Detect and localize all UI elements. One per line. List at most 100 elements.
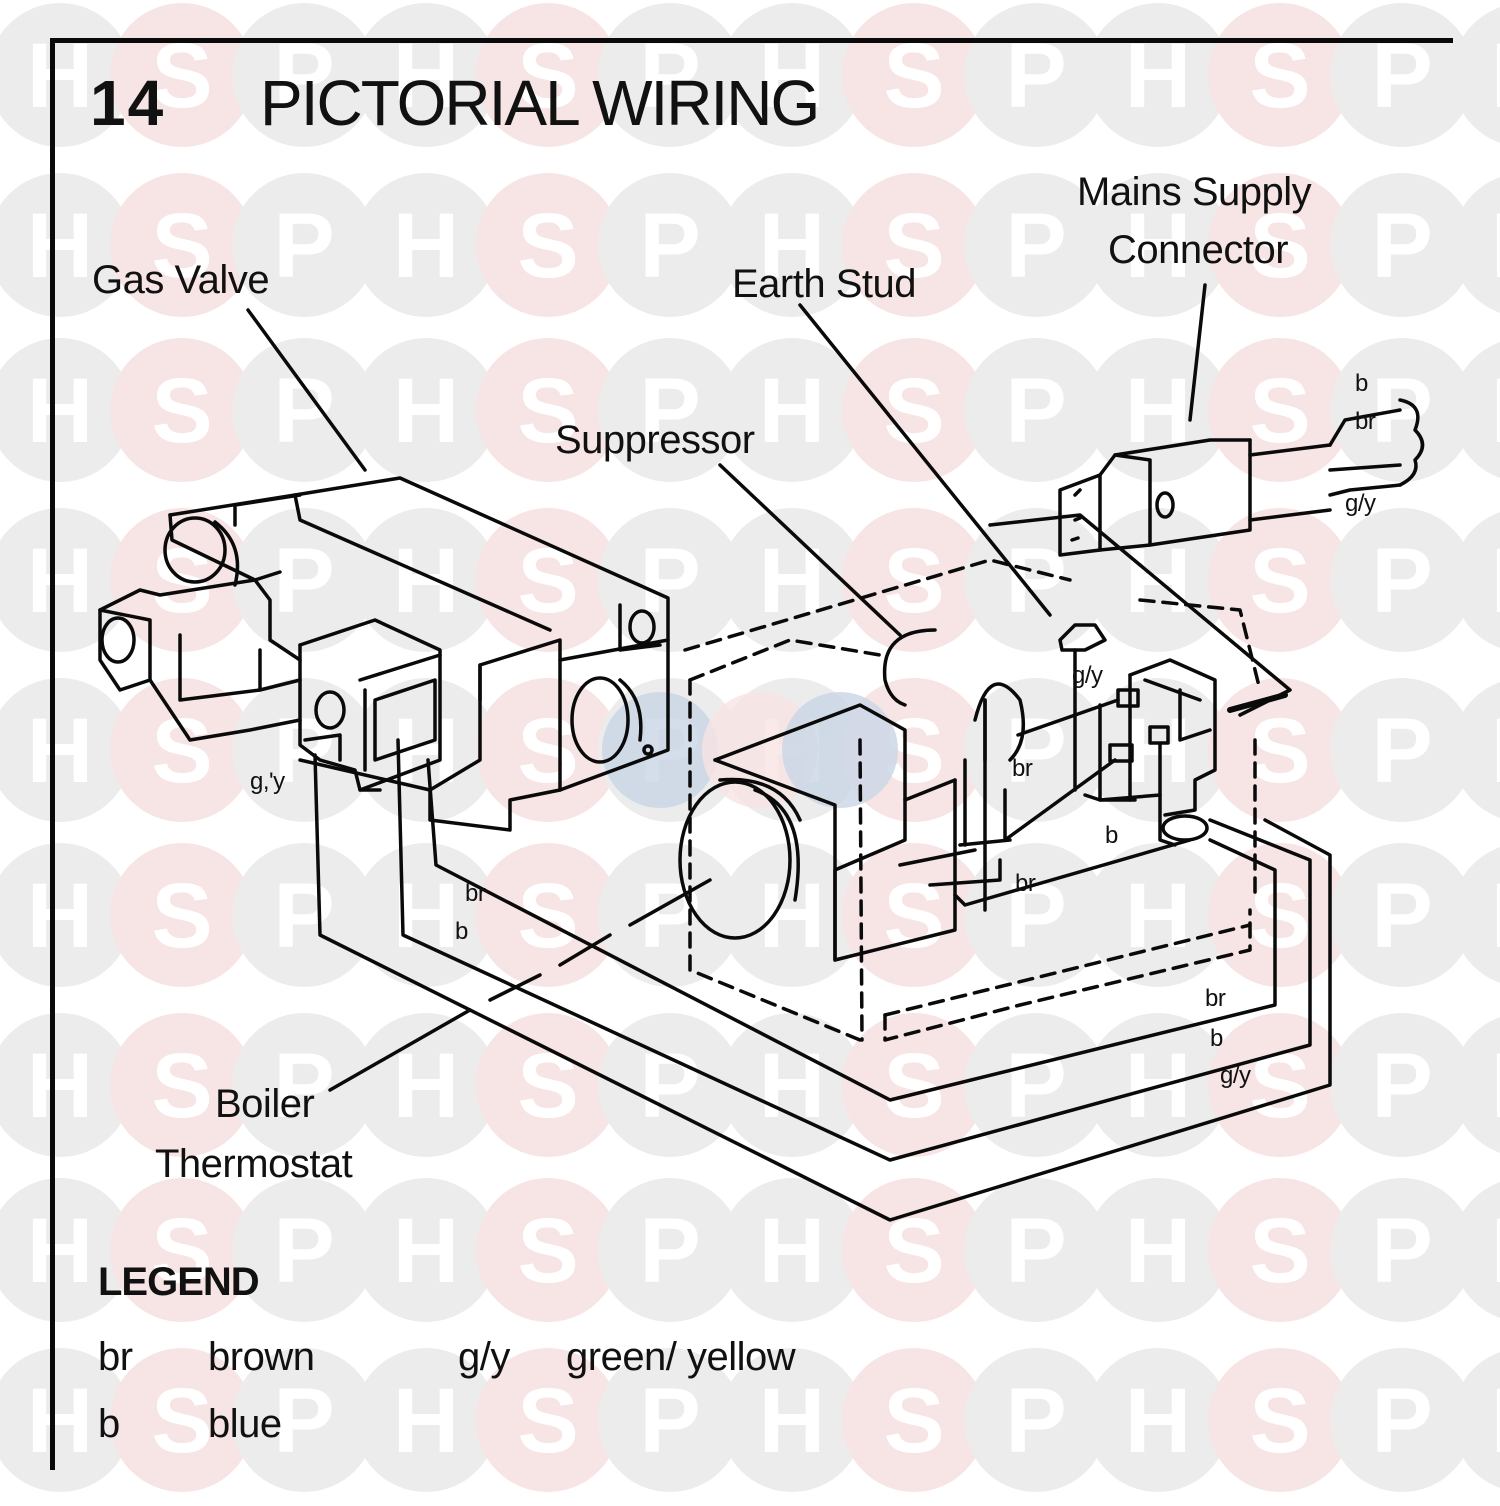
watermark-letter: S — [517, 865, 578, 967]
wire-label-gasvalve-br: br — [465, 880, 486, 907]
watermark-circle — [1452, 682, 1500, 818]
watermark-circle — [232, 1013, 376, 1157]
wire-label-mains-b: b — [1355, 370, 1368, 397]
watermark-circle — [232, 508, 376, 652]
watermark-letter: H — [27, 1200, 93, 1302]
watermark-circle — [110, 1348, 254, 1492]
watermark-circle — [598, 1178, 742, 1322]
watermark-letter: H — [1125, 195, 1191, 297]
watermark-letter: H — [1491, 700, 1500, 802]
watermark-letter: P — [273, 1370, 334, 1472]
watermark-letter: S — [1249, 195, 1310, 297]
watermark-letter: P — [1371, 865, 1432, 967]
watermark-badge: H — [1086, 843, 1230, 987]
watermark-badge: H — [0, 1013, 132, 1157]
watermark-badge: H — [720, 338, 864, 482]
watermark-badge: S — [110, 678, 254, 822]
watermark-badge: H — [720, 1178, 864, 1322]
watermark-letter: H — [27, 195, 93, 297]
legend-heading: LEGEND — [98, 1260, 260, 1304]
watermark-letter: S — [883, 195, 944, 297]
watermark-badge: H — [0, 1178, 132, 1322]
wire-label-mains-br: br — [1355, 408, 1376, 435]
watermark-badge: H — [354, 1348, 498, 1492]
watermark-badge: S — [110, 843, 254, 987]
watermark-circle — [842, 338, 986, 482]
watermark-circle — [1330, 843, 1474, 987]
watermark-badge: H — [1452, 342, 1500, 478]
watermark-letter: P — [273, 530, 334, 632]
gas-valve — [98, 476, 670, 832]
watermark-badge: H — [720, 1348, 864, 1492]
watermark-letter: P — [639, 1200, 700, 1302]
watermark-badge: P — [964, 1013, 1108, 1157]
watermark-badge: S — [842, 1013, 986, 1157]
watermark-letter: S — [517, 195, 578, 297]
watermark-letter: P — [1371, 1370, 1432, 1472]
watermark-circle — [598, 843, 742, 987]
watermark-badge: H — [1452, 682, 1500, 818]
watermark-badge: P — [598, 173, 742, 317]
watermark-letter: H — [27, 865, 93, 967]
watermark-letter: S — [517, 360, 578, 462]
watermark-circle — [842, 1348, 986, 1492]
watermark-circle — [964, 678, 1108, 822]
watermark-badge: S — [476, 338, 620, 482]
watermark-badge: H — [1452, 1352, 1500, 1488]
watermark-badge: S — [110, 173, 254, 317]
watermark-badge: S — [1208, 1178, 1352, 1322]
watermark-badge: P — [964, 338, 1108, 482]
watermark-circle — [1452, 342, 1500, 478]
gas-valve-wires — [313, 738, 1332, 1222]
watermark-letter: H — [759, 360, 825, 462]
watermark-letter: H — [27, 1370, 93, 1472]
watermark-badge: H — [1086, 1348, 1230, 1492]
watermark-badge: H — [1452, 512, 1500, 648]
watermark-letter: H — [393, 1370, 459, 1472]
watermark-circle — [964, 173, 1108, 317]
watermark-letter: P — [1005, 530, 1066, 632]
watermark-letter: P — [1005, 865, 1066, 967]
watermark-badge: H — [720, 173, 864, 317]
wire-label-terminal-b: b — [1105, 822, 1118, 849]
watermark-circle — [1330, 678, 1474, 822]
wire-label-loop-gy: g/y — [1220, 1062, 1251, 1089]
watermark-circle — [598, 1348, 742, 1492]
watermark-logo-circle — [782, 692, 898, 808]
watermark-circle — [1086, 173, 1230, 317]
watermark-badge: H — [354, 1178, 498, 1322]
watermark-badge: P — [232, 173, 376, 317]
frame-top-rule — [50, 38, 1453, 43]
watermark-circle — [232, 843, 376, 987]
watermark-badge: H — [0, 173, 132, 317]
watermark-letter: S — [151, 1035, 212, 1137]
watermark-letter: S — [1249, 700, 1310, 802]
watermark-badge: H — [354, 338, 498, 482]
watermark-circle — [354, 1348, 498, 1492]
watermark-letter: H — [759, 530, 825, 632]
watermark-circle — [1452, 1017, 1500, 1153]
watermark-circle — [354, 173, 498, 317]
watermark-circle — [1086, 843, 1230, 987]
watermark-badge: P — [964, 678, 1108, 822]
watermark-letter: S — [1249, 1370, 1310, 1472]
watermark-badge: H — [0, 1348, 132, 1492]
watermark-badge: P — [232, 1178, 376, 1322]
watermark-circle — [0, 678, 132, 822]
watermark-badge: H — [720, 1013, 864, 1157]
wire-label-terminal-br: br — [1012, 755, 1033, 782]
watermark-letter: S — [517, 1370, 578, 1472]
gas-valve-connector — [298, 618, 442, 792]
watermark-circle — [720, 1348, 864, 1492]
section-title: PICTORIAL WIRING — [260, 67, 820, 139]
watermark-letter: P — [273, 1200, 334, 1302]
watermark-circle — [964, 338, 1108, 482]
watermark-circle — [1208, 1178, 1352, 1322]
watermark-circle — [1208, 1348, 1352, 1492]
gas-valve-leader — [246, 308, 367, 472]
watermark-letter: P — [1005, 195, 1066, 297]
watermark-letter: P — [273, 1035, 334, 1137]
watermark-letter: H — [759, 195, 825, 297]
wire-label-thermostat-br: br — [1015, 870, 1036, 897]
wire-label-gasvalve-b: b — [455, 918, 468, 945]
